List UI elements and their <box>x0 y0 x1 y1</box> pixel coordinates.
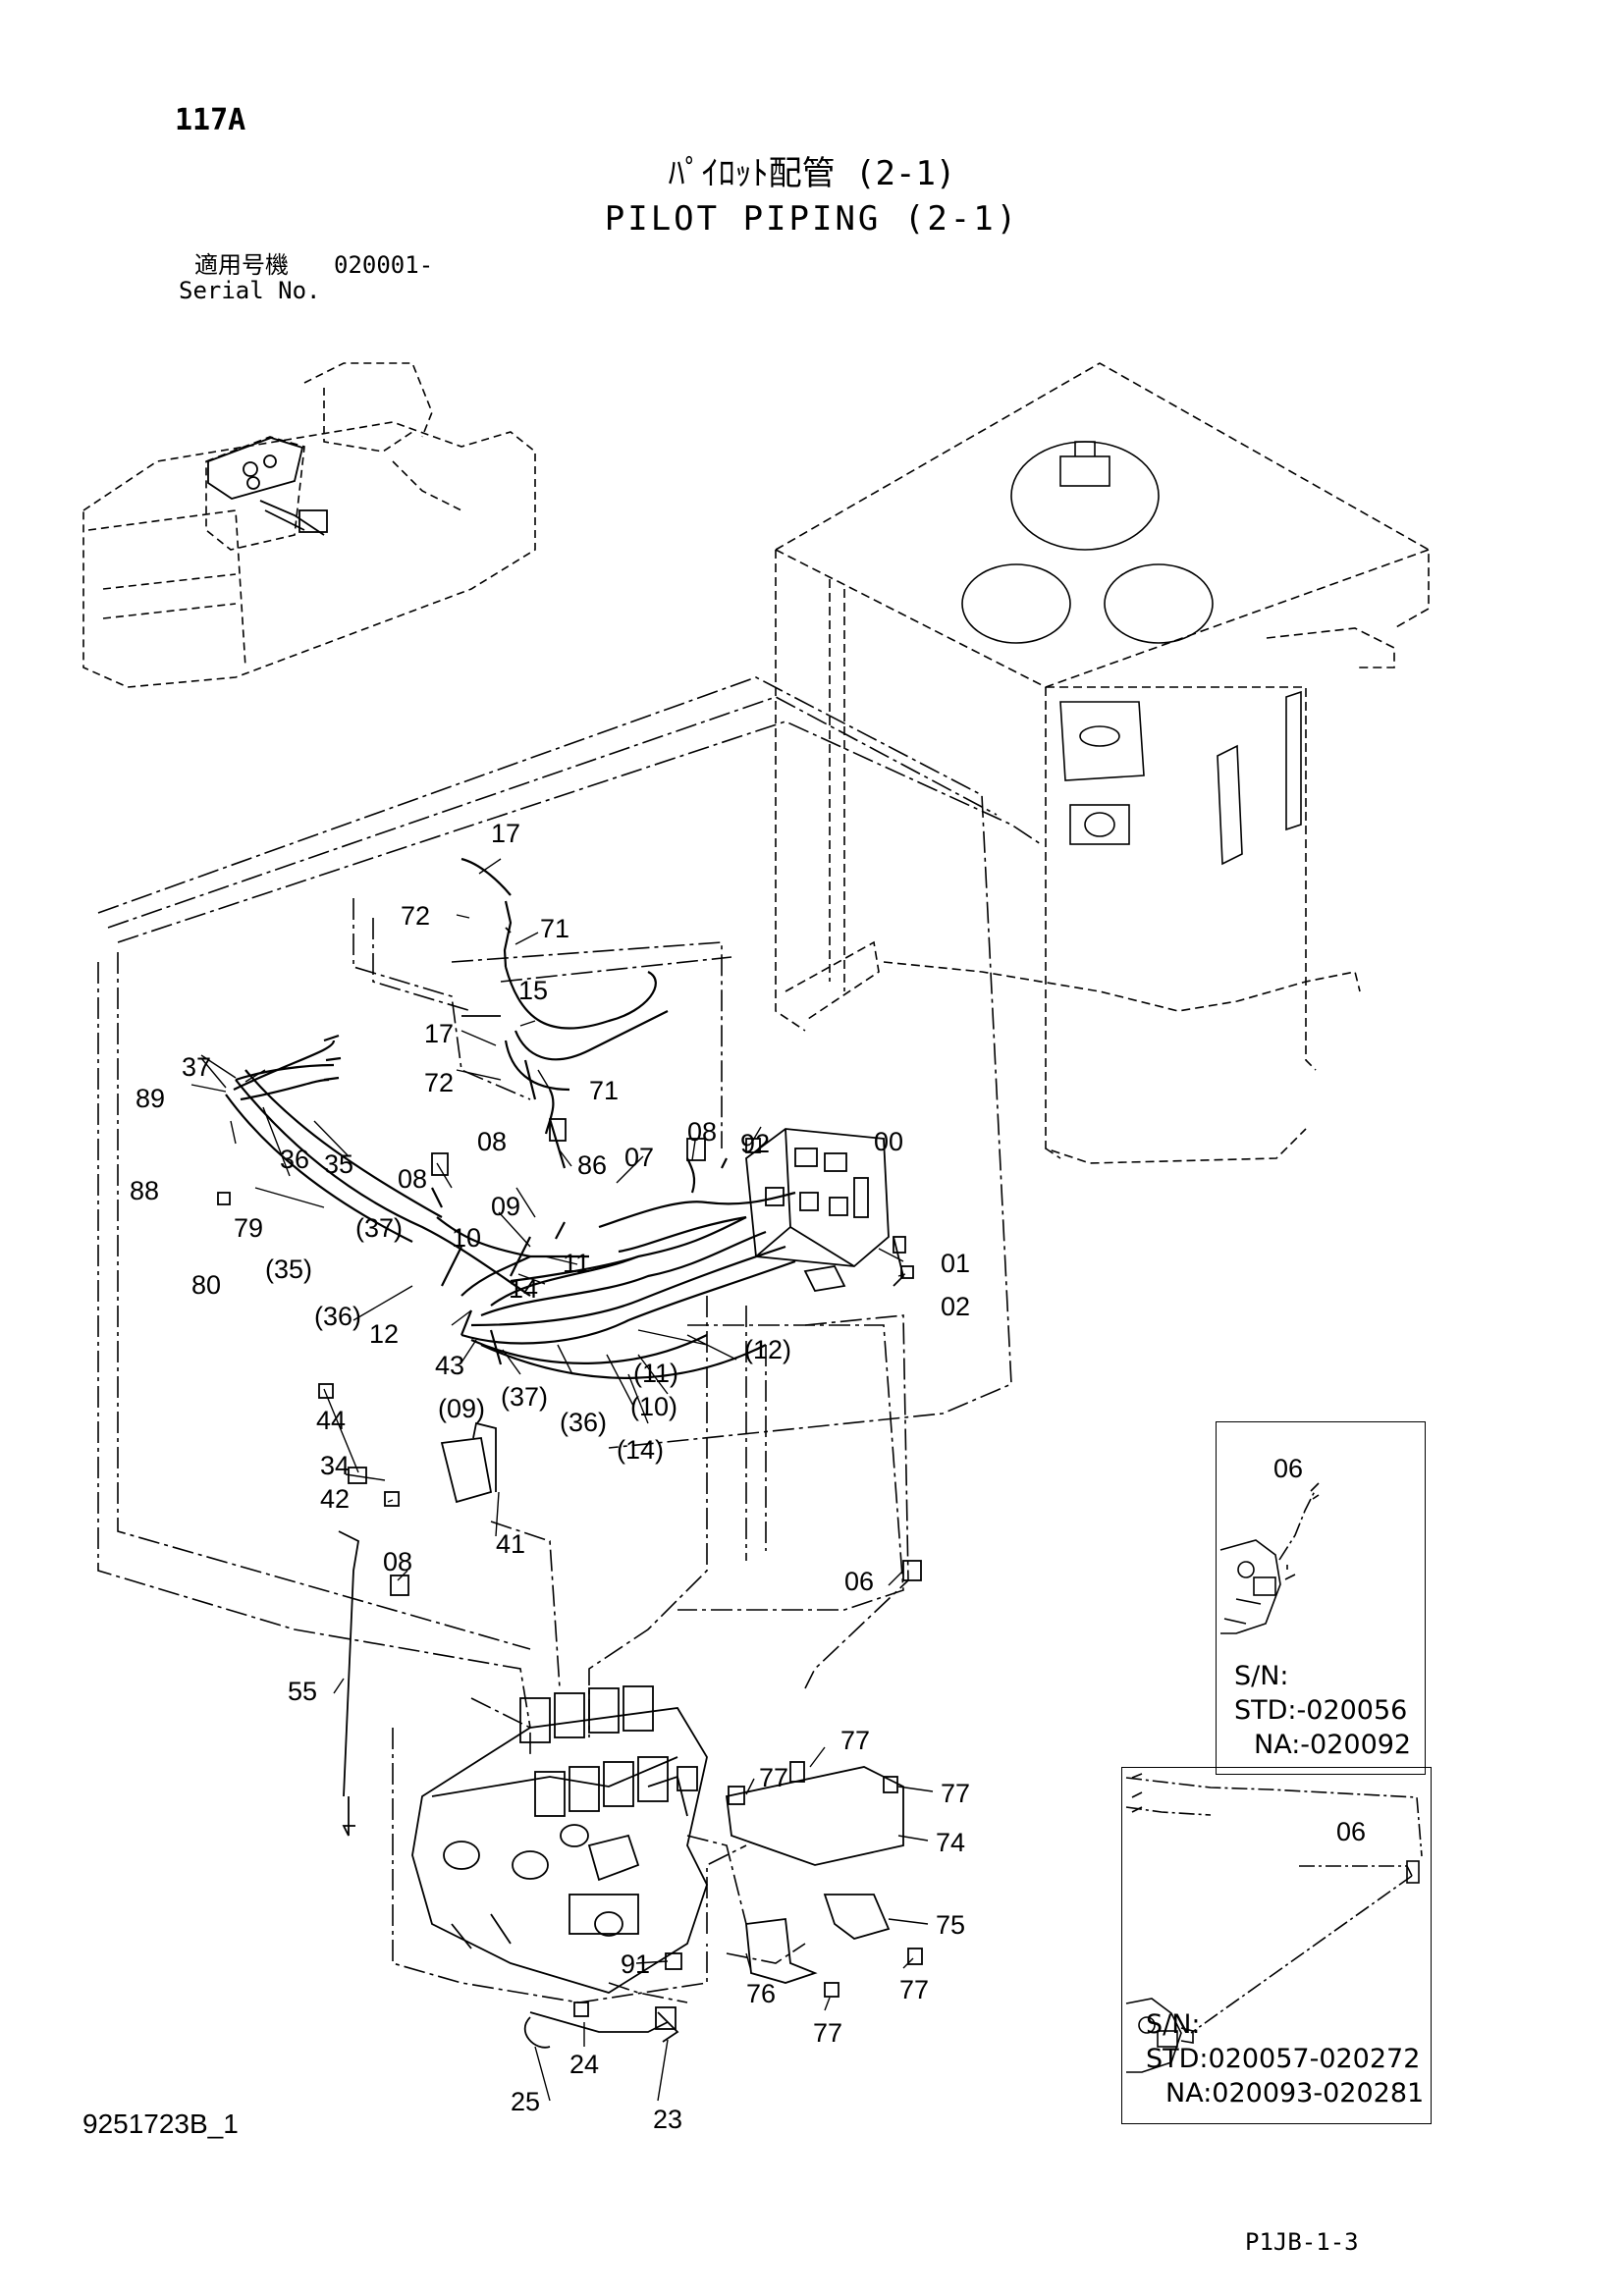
callout-15: 15 <box>518 976 548 1005</box>
callout-12: 12 <box>369 1319 399 1349</box>
callout-06-main: 06 <box>844 1567 874 1596</box>
tank-top-filters <box>961 441 1302 866</box>
callout-10: 10 <box>452 1223 481 1253</box>
callout-42: 42 <box>320 1484 350 1514</box>
title-english: PILOT PIPING (2-1) <box>604 199 1020 239</box>
inset-2-na-range: NA:020093-020281 <box>1165 2078 1425 2109</box>
callout-44: 44 <box>316 1406 346 1435</box>
callout-74: 74 <box>936 1828 965 1857</box>
callout-08-c: 08 <box>687 1117 717 1147</box>
overview-control-valve-highlight <box>207 437 328 536</box>
callout-36: 36 <box>280 1145 309 1174</box>
callout-37: 37 <box>182 1052 211 1082</box>
inset-1-sn-label: S/N: <box>1234 1661 1289 1691</box>
callout-25: 25 <box>511 2087 540 2116</box>
callout-labels: 17 72 71 15 17 72 71 37 89 36 35 88 79 8… <box>130 819 970 2134</box>
upper-hose-assembly <box>225 857 796 1379</box>
callout-08-d: 08 <box>383 1547 412 1576</box>
drawing-number: 9251723B_1 <box>82 2109 239 2139</box>
callout-10-ref: (10) <box>630 1392 677 1421</box>
callout-80: 80 <box>191 1270 221 1300</box>
callout-08-b: 08 <box>477 1127 507 1156</box>
callout-17-upper: 17 <box>491 819 520 848</box>
callout-11-ref: (11) <box>633 1359 678 1388</box>
callout-36-ref-2: (36) <box>560 1408 607 1437</box>
callout-37-ref-2: (37) <box>501 1382 548 1412</box>
callout-72-lower: 72 <box>424 1068 454 1097</box>
callout-76: 76 <box>746 1979 776 2008</box>
callout-00: 00 <box>874 1127 903 1156</box>
inset-1-drawing <box>1219 1482 1320 1634</box>
callout-77-e: 77 <box>813 2018 842 2048</box>
callout-02: 02 <box>941 1292 970 1321</box>
callout-11: 11 <box>563 1249 590 1278</box>
callout-36-ref: (36) <box>314 1302 361 1331</box>
callout-35-ref: (35) <box>265 1255 312 1284</box>
callout-08-a: 08 <box>398 1164 427 1194</box>
inset-1-callout-06: 06 <box>1273 1454 1304 1483</box>
callout-92: 92 <box>740 1129 770 1158</box>
callout-86: 86 <box>577 1150 607 1180</box>
callout-55: 55 <box>288 1677 317 1706</box>
callout-71-upper: 71 <box>540 914 569 943</box>
callout-71-lower: 71 <box>589 1076 619 1105</box>
sheet-code: P1JB-1-3 <box>1245 2228 1359 2256</box>
serial-label-japanese: 適用号機 <box>194 251 289 279</box>
callout-91: 91 <box>621 1949 650 1979</box>
callout-23: 23 <box>653 2105 682 2134</box>
inset-2-sn-label: S/N: <box>1146 2009 1201 2040</box>
solenoid-valve-block <box>745 1128 904 1292</box>
inset-detail-1: 06 S/N: STD:-020056 NA:-020092 <box>1216 1421 1426 1775</box>
callout-35: 35 <box>324 1149 353 1179</box>
callout-17-lower: 17 <box>424 1019 454 1048</box>
callout-34: 34 <box>320 1451 350 1480</box>
callout-72-upper: 72 <box>401 901 430 931</box>
callout-14-ref: (14) <box>617 1435 664 1465</box>
callout-88: 88 <box>130 1176 159 1205</box>
inset-2-callout-06: 06 <box>1336 1817 1367 1846</box>
serial-range: 020001- <box>334 251 434 279</box>
callout-41: 41 <box>496 1529 525 1559</box>
serial-label-english: Serial No. <box>179 277 321 304</box>
callout-09: 09 <box>491 1192 520 1221</box>
callout-43: 43 <box>435 1351 464 1380</box>
callout-12-ref: (12) <box>744 1335 791 1364</box>
page-number: 117A <box>175 103 246 137</box>
callout-89: 89 <box>135 1084 165 1113</box>
inset-2-std-range: STD:020057-020272 <box>1146 2044 1421 2074</box>
routing-lines <box>97 676 1042 2003</box>
inset-2-drawing <box>1125 1773 1423 2073</box>
inset-detail-2: 06 S/N: STD:020057-020272 NA:020093-0202… <box>1121 1767 1432 2124</box>
callout-07: 07 <box>624 1143 654 1172</box>
callout-79: 79 <box>234 1213 263 1243</box>
inset-1-std-range: STD:-020056 <box>1234 1695 1408 1726</box>
callout-leaders <box>190 858 934 2102</box>
mounting-brackets <box>217 927 923 2049</box>
title-japanese: ﾊﾟｲﾛｯﾄ配管 (2-1) <box>668 154 956 193</box>
callout-77-b: 77 <box>759 1763 788 1792</box>
callout-01: 01 <box>941 1249 970 1278</box>
callout-75: 75 <box>936 1910 965 1940</box>
callout-37-ref: (37) <box>355 1213 403 1243</box>
hydraulic-tank-drawing <box>775 362 1430 1164</box>
inset-1-na-range: NA:-020092 <box>1254 1730 1412 1760</box>
machine-overview-drawing <box>82 362 536 688</box>
callout-09-ref: (09) <box>438 1394 485 1423</box>
control-valve-drawing <box>411 1685 745 1994</box>
callout-14: 14 <box>509 1274 538 1304</box>
callout-24: 24 <box>569 2050 599 2079</box>
callout-77-d: 77 <box>899 1975 929 2004</box>
callout-77-c: 77 <box>941 1779 970 1808</box>
callout-77-a: 77 <box>840 1726 870 1755</box>
